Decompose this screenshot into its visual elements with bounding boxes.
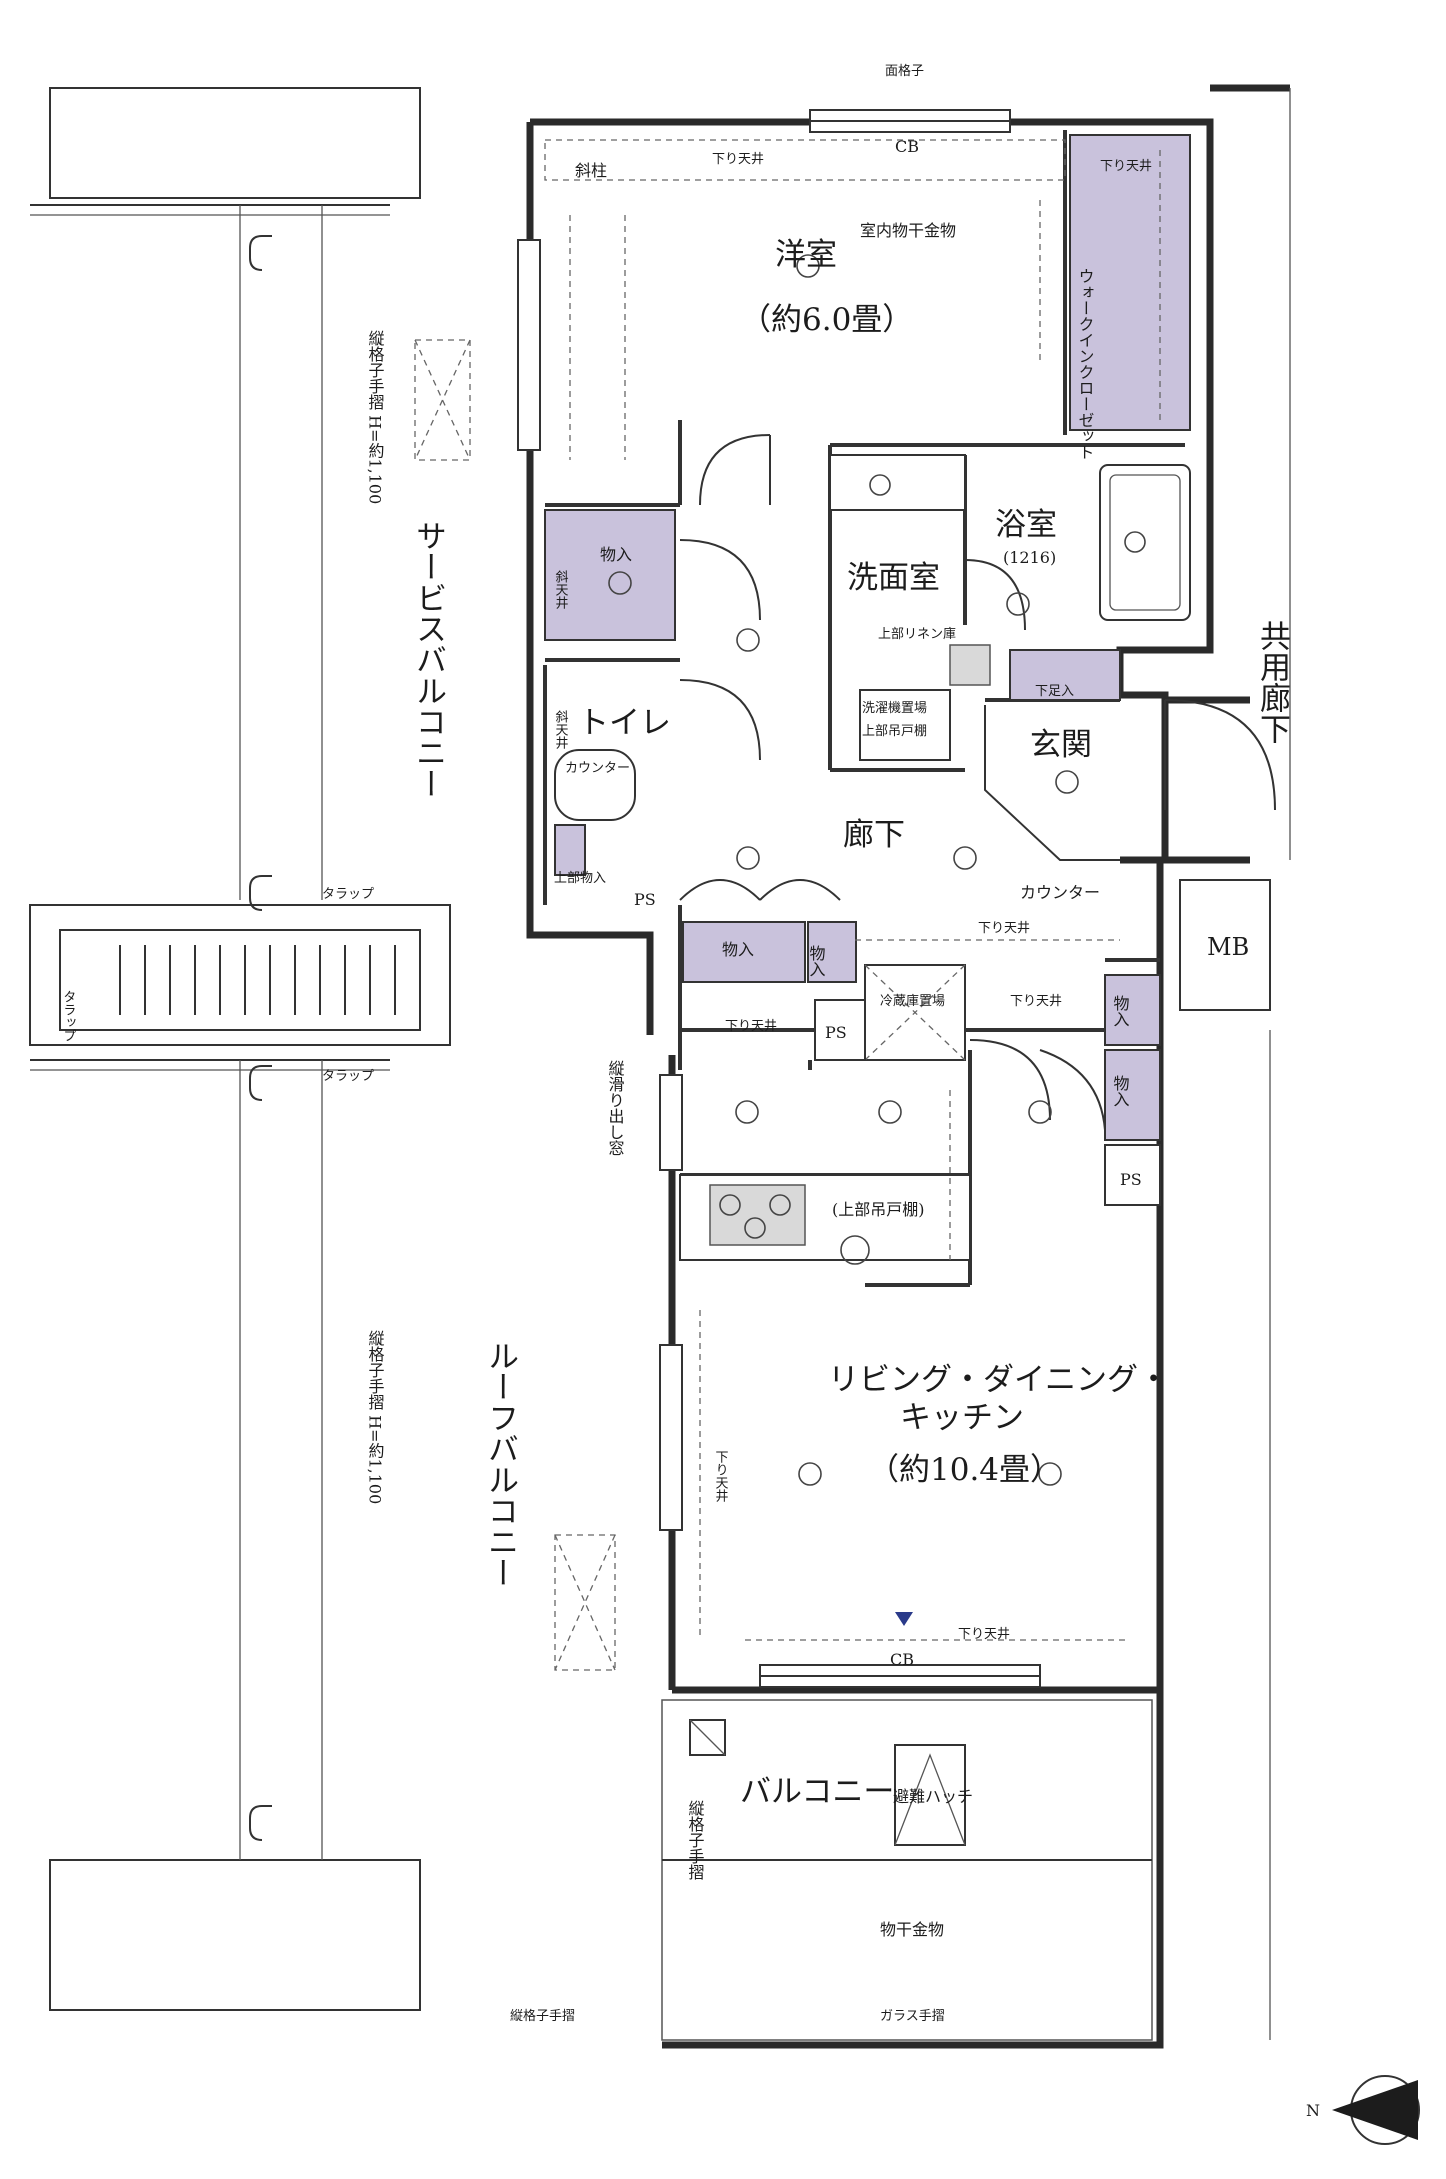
sink (840, 1235, 870, 1265)
ps-label-kitchen: PS (825, 1023, 847, 1042)
washer-upper-label: 上部吊戸棚 (862, 724, 927, 739)
service-balcony-label: サービスバルコニー (410, 520, 446, 799)
storage-west (544, 509, 676, 641)
escape-hatch-label: 避難ハッチ (893, 1787, 973, 1806)
ceiling-outlines (544, 139, 1130, 1641)
indoor-dry-label: 室内物干金物 (860, 221, 956, 240)
rail-label-service: 縦格子手摺 H=約1,100 (366, 330, 385, 504)
trap-ladder (59, 929, 421, 1031)
hall-storage-1 (682, 921, 806, 983)
sloped-ceiling-label: 斜天井 (553, 570, 569, 610)
ldk-name-2: キッチン (900, 1400, 1024, 1436)
upper-storage-label: 上部物入 (554, 871, 606, 886)
ps-label-right: PS (1120, 1170, 1142, 1189)
hall-storage-1-label: 物入 (722, 940, 754, 959)
hall-storage-2 (807, 921, 857, 983)
walk-in-closet-area (1069, 134, 1191, 431)
linen-label: 上部リネン庫 (878, 627, 956, 642)
compass-n-label: N (1306, 2101, 1320, 2120)
ldk-west-ceiling-label: 下り天井 (713, 1450, 729, 1503)
hall-ceiling-label: 下り天井 (978, 921, 1030, 936)
top-ceiling-label: 下り天井 (712, 152, 764, 167)
balcony-bottom (661, 1699, 1153, 2041)
stove (709, 1184, 806, 1246)
trap-label-top: タラップ (322, 887, 374, 902)
compass-icon (1332, 2075, 1420, 2145)
west-windows (517, 239, 683, 1531)
drain-pipe-icons (249, 235, 272, 1841)
ps-box-kitchen (814, 999, 866, 1061)
entrance-name: 玄関 (1030, 727, 1092, 763)
washing-machine-space (859, 689, 951, 761)
toilet-bowl (554, 749, 636, 821)
ps-box-right (1104, 1144, 1161, 1206)
rail-label-roof: 縦格子手摺 H=約1,100 (366, 1330, 385, 1504)
cb-bottom-label: CB (890, 1650, 914, 1669)
bathroom-name: 浴室 (995, 507, 1057, 543)
hall-storage-2-label: 物入 (807, 945, 826, 977)
storage-right-1-label: 物入 (1111, 995, 1130, 1027)
balcony-rail-label: 縦格子手摺 (686, 1800, 705, 1881)
shared-corridor-label: 共用廊下 (1254, 620, 1291, 744)
fridge-label: 冷蔵庫置場 (880, 994, 945, 1009)
dry-hardware-label: 物干金物 (880, 1920, 944, 1939)
mb-box (1179, 879, 1271, 1011)
balcony-hatch-outlines (414, 339, 616, 1671)
toilet-name: トイレ (578, 705, 671, 741)
kitchen-upper-cabinet-label: (上部吊戸棚) (832, 1200, 925, 1219)
toilet-sloped-label: 斜天井 (553, 710, 569, 750)
washroom-name: 洗面室 (847, 560, 940, 596)
shachu-label: 斜柱 (575, 161, 607, 180)
right-ceiling-label: 下り天井 (1010, 994, 1062, 1009)
lattice-top-label: 面格子 (885, 63, 924, 79)
storage-right-1 (1104, 974, 1161, 1046)
entrance-door-swing (1164, 699, 1276, 811)
western-room-name: 洋室 (775, 237, 837, 273)
trap-label-left: タラップ (61, 990, 76, 1042)
arrow-down-icon (895, 1612, 913, 1626)
hall-counter-label: カウンター (1020, 883, 1100, 902)
ps-label-toilet: PS (634, 890, 656, 909)
upper-storage-toilet (554, 824, 586, 876)
top-window (809, 109, 1011, 133)
ldk-name-1: リビング・ダイニング・ (828, 1362, 1169, 1398)
hallway-name: 廊下 (843, 817, 905, 853)
mb-label: MB (1207, 933, 1249, 961)
glass-rail-label: ガラス手摺 (880, 2009, 945, 2024)
walk-in-closet-label: ウォークインクローゼット (1076, 268, 1095, 460)
washer-label: 洗濯機置場 (862, 701, 927, 716)
vanity (829, 454, 966, 511)
storage-right-2-label: 物入 (1111, 1075, 1130, 1107)
cb-top-label: CB (895, 137, 919, 156)
kitchen-ceiling-label: 下り天井 (725, 1019, 777, 1034)
shoe-box (1009, 649, 1121, 701)
trap-label-bottom: タラップ (322, 1069, 374, 1084)
ldk-ceiling-label: 下り天井 (958, 1627, 1010, 1642)
storage-right-2 (1104, 1049, 1161, 1141)
western-room-area: （約6.0畳） (740, 302, 913, 338)
neighbour-structure (29, 87, 451, 2011)
wic-ceiling-label: 下り天井 (1100, 159, 1152, 174)
exterior-walls (526, 84, 1290, 2049)
balcony-label: バルコニー (740, 1774, 894, 1810)
shoe-box-label: 下足入 (1035, 684, 1074, 699)
tall-window-label: 縦滑り出し窓 (606, 1060, 625, 1156)
bottom-lattice-rail-label: 縦格子手摺 (510, 2008, 575, 2024)
storage-west-label: 物入 (600, 545, 632, 564)
ceiling-lights (735, 254, 1079, 1486)
ldk-window (759, 1664, 1041, 1688)
roof-balcony-label: ルーフバルコニー (482, 1340, 518, 1588)
ldk-area: （約10.4畳） (868, 1452, 1061, 1488)
bathroom-size: (1216) (1003, 548, 1056, 567)
linen-cabinet (949, 644, 991, 686)
toilet-counter-label: カウンター (565, 761, 630, 776)
door-swings (679, 434, 1106, 1131)
